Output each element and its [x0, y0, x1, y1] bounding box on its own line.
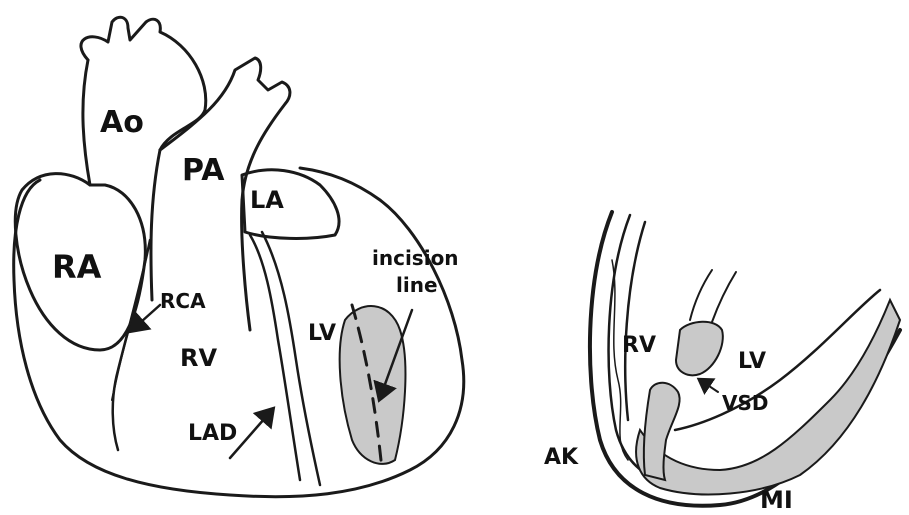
label-vsd: VSD [722, 391, 768, 415]
pa-left-wall [151, 150, 160, 300]
lad-vessel-wall [262, 232, 320, 485]
rv-endocardium [625, 222, 645, 420]
aorta-left-wall [83, 60, 90, 185]
label-section-lv: LV [738, 349, 766, 374]
heart-drawing: Ao PA RA LA RCA RV LV LAD incision line [14, 17, 464, 497]
vsd-arrow [700, 380, 718, 392]
label-lad: LAD [188, 421, 237, 446]
label-lv: LV [308, 321, 336, 346]
label-ra: RA [52, 248, 102, 286]
label-rca: RCA [160, 289, 206, 313]
label-ak: AK [544, 445, 579, 470]
label-line: line [396, 273, 438, 297]
septum-upper-fragment [676, 322, 723, 376]
label-la: LA [250, 186, 284, 214]
label-rv: RV [180, 344, 217, 372]
label-pa: PA [182, 153, 225, 188]
label-mi: MI [760, 486, 793, 514]
septum-strand-2 [712, 272, 736, 322]
label-incision: incision [372, 246, 459, 270]
label-section-rv: RV [622, 333, 656, 358]
septum-strand-1 [690, 270, 712, 320]
section-drawing: RV LV VSD AK MI [544, 212, 900, 514]
lv-aneurysm-region [340, 306, 406, 464]
label-ao: Ao [100, 105, 144, 140]
rca-vessel-wall [112, 300, 138, 400]
lad-vessel [250, 235, 300, 480]
